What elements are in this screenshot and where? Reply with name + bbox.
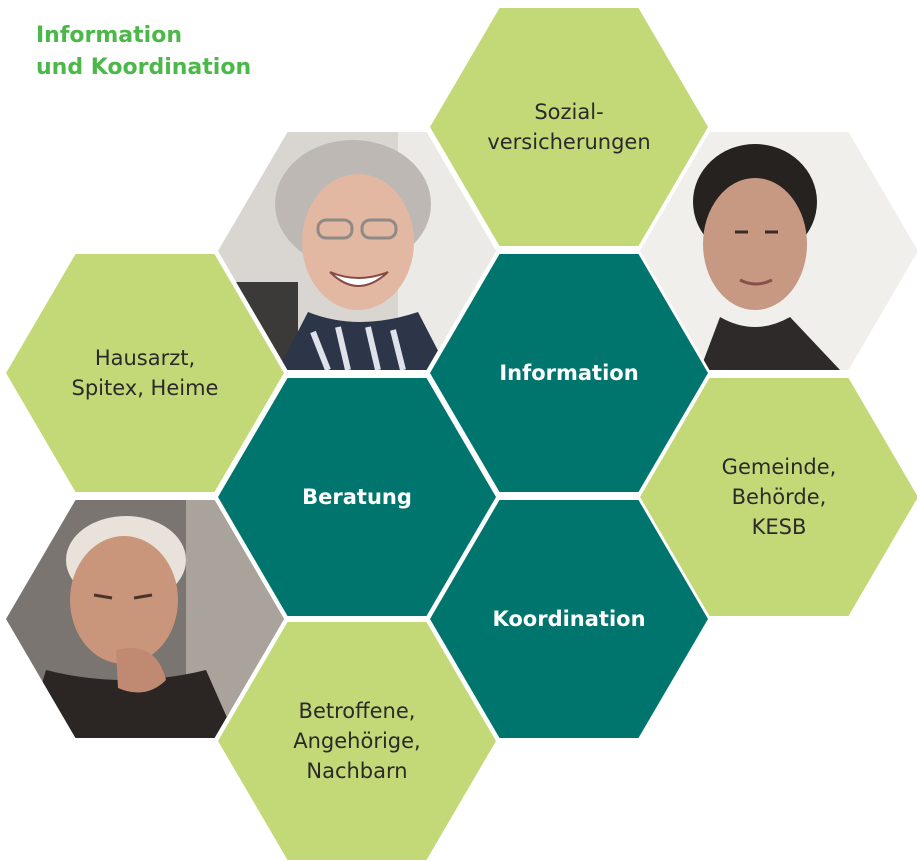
hex-text-line: Nachbarn	[306, 759, 408, 783]
thinking-elderly-man-photo	[6, 500, 284, 738]
hex-label: Beratung	[302, 485, 412, 509]
hex-text-line: Sozial-	[534, 100, 604, 124]
hex-text-line: Hausarzt,	[94, 346, 196, 370]
hex-text-line: Betroffene,	[298, 699, 416, 723]
smiling-elderly-woman-photo	[218, 132, 496, 370]
title-line-2: und Koordination	[36, 55, 252, 80]
hex-text-line: Gemeinde,	[721, 455, 837, 479]
title-line-1: Information	[36, 23, 182, 48]
hex-betroffene: Betroffene, Angehörige, Nachbarn	[218, 622, 496, 860]
hex-text-line: Angehörige,	[293, 729, 421, 753]
hex-text-line: Spitex, Heime	[71, 376, 219, 400]
hex-beratung: Beratung	[218, 378, 496, 616]
hex-text-line: Behörde,	[731, 485, 827, 509]
hex-text-line: KESB	[751, 515, 807, 539]
hex-text-line: versicherungen	[487, 130, 651, 154]
hex-label: Information	[499, 361, 639, 385]
hex-label: Koordination	[492, 607, 646, 631]
page-title: Information und Koordination	[36, 20, 251, 84]
